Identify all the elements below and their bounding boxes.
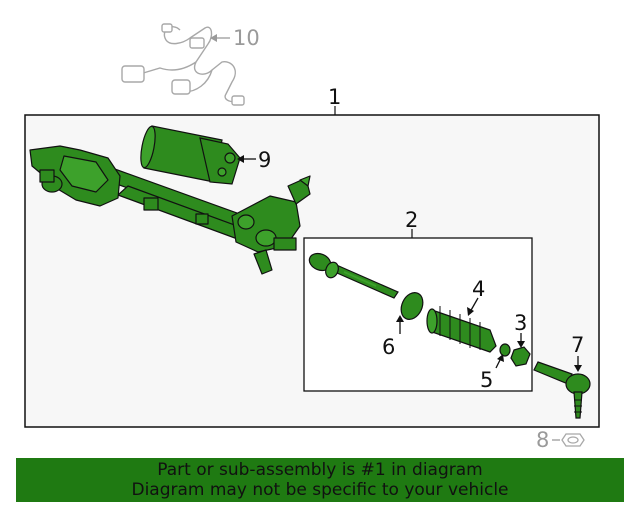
boot-clamp-part-6[interactable] <box>397 289 427 323</box>
callout-2[interactable]: 2 <box>405 208 418 232</box>
callout-9-arrowhead <box>237 155 244 163</box>
callout-1[interactable]: 1 <box>328 85 341 109</box>
small-clamp-part-5[interactable] <box>499 343 511 357</box>
callout-4[interactable]: 4 <box>472 277 485 301</box>
steering-gear-assembly[interactable] <box>29 145 311 275</box>
bellows-boot-part-4[interactable] <box>426 306 497 353</box>
assist-motor-part-9[interactable] <box>138 125 241 185</box>
callout-5-arrowhead <box>497 354 504 362</box>
callout-10[interactable]: 10 <box>233 26 260 50</box>
callout-10-arrowhead <box>210 34 217 42</box>
notice-banner: Part or sub-assembly is #1 in diagram Di… <box>16 458 624 502</box>
callout-6[interactable]: 6 <box>382 335 395 359</box>
wire-harness-part-10[interactable] <box>121 23 245 106</box>
inner-tie-rod[interactable] <box>307 250 399 299</box>
jam-nut-part-3[interactable] <box>510 346 531 367</box>
callout-6-arrowhead <box>396 315 404 322</box>
nut-part-8[interactable] <box>561 433 585 447</box>
callout-9[interactable]: 9 <box>258 148 271 172</box>
callout-7[interactable]: 7 <box>571 333 584 357</box>
callout-8[interactable]: 8 <box>536 428 549 452</box>
callout-3-arrowhead <box>517 341 525 348</box>
outer-tie-rod-end-part-7[interactable] <box>533 361 591 419</box>
notice-line-1: Part or sub-assembly is #1 in diagram <box>157 460 483 480</box>
callout-4-arrowhead <box>467 307 474 316</box>
callout-7-arrowhead <box>574 365 582 372</box>
callout-3[interactable]: 3 <box>514 311 527 335</box>
notice-line-2: Diagram may not be specific to your vehi… <box>131 480 509 500</box>
callout-5[interactable]: 5 <box>480 368 493 392</box>
